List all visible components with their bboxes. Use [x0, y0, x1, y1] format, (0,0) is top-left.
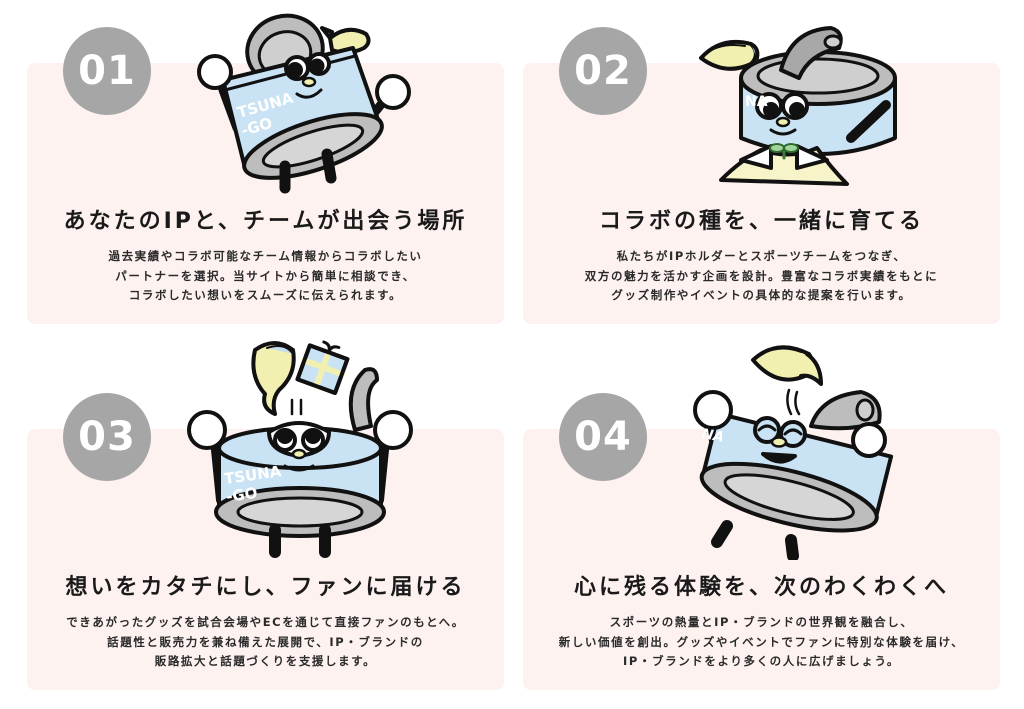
step-number-badge: 03: [63, 393, 151, 481]
step-number-badge: 02: [559, 27, 647, 115]
description-line: 双方の魅力を活かす企画を設計。豊富なコラボ実績をもとに: [584, 268, 939, 283]
description-line: IP・ブランドをより多くの人に広げましょう。: [623, 654, 900, 668]
description-line: 新しい価値を創出。グッズやイベントでファンに特別な体験を届け、: [558, 634, 965, 649]
description-line: 販路拡大と話題づくりを支援します。: [154, 654, 377, 668]
description-line: グッズ制作やイベントの具体的な提案を行います。: [611, 288, 912, 302]
svg-text:NA: NA: [700, 426, 725, 446]
description-line: 話題性と販売力を兼ね備えた展開で、IP・ブランドの: [107, 634, 424, 649]
description-line: 過去実績やコラボ可能なチーム情報からコラボしたい: [108, 249, 423, 263]
tuna-can-mascot-happy-icon: NA: [693, 345, 894, 560]
tuna-can-mascot-gift-icon: TSUNA -GO: [187, 340, 413, 558]
description-line: 私たちがIPホルダーとスポーツチームをつなぎ、: [616, 249, 907, 263]
step-title: 想いをカタチにし、ファンに届ける: [65, 575, 466, 600]
step-title: 心に残る体験を、次のわくわくへ: [573, 575, 949, 600]
step-description: できあがったグッズを試合会場やECを通じて直接ファンのもとへ。 話題性と販売力を…: [27, 613, 504, 672]
step-title: コラボの種を、一緒に育てる: [598, 209, 924, 234]
description-line: できあがったグッズを試合会場やECを通じて直接ファンのもとへ。: [66, 615, 465, 629]
svg-text:-GO: -GO: [225, 484, 258, 506]
step-description: 過去実績やコラボ可能なチーム情報からコラボしたい パートナーを選択。当サイトから…: [27, 247, 504, 306]
tuna-can-mascot-sprout-icon: NA: [699, 26, 897, 186]
description-line: パートナーを選択。当サイトから簡単に相談でき、: [115, 268, 416, 283]
tuna-can-mascot-waving-icon: TSUNA -GO: [197, 13, 411, 194]
step-description: 私たちがIPホルダーとスポーツチームをつなぎ、 双方の魅力を活かす企画を設計。豊…: [523, 247, 1000, 306]
step-number-badge: 04: [559, 393, 647, 481]
step-description: スポーツの熱量とIP・ブランドの世界観を融合し、 新しい価値を創出。グッズやイベ…: [523, 613, 1000, 672]
description-line: コラボしたい想いをスムーズに伝えられます。: [128, 288, 403, 302]
svg-text:NA: NA: [745, 94, 768, 110]
step-title: あなたのIPと、チームが出会う場所: [63, 209, 468, 234]
description-line: スポーツの熱量とIP・ブランドの世界観を融合し、: [609, 615, 914, 629]
step-number-badge: 01: [63, 27, 151, 115]
